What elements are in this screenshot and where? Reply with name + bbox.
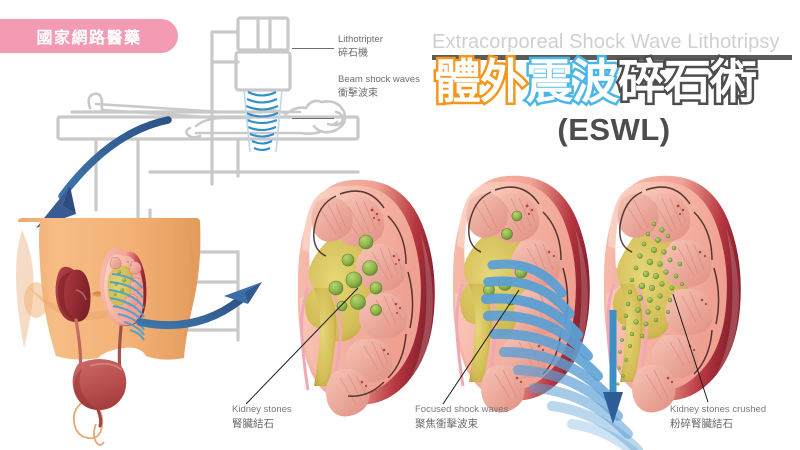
kidney-panel-3 bbox=[604, 175, 741, 413]
torso-kidney-left bbox=[55, 266, 91, 322]
callout-kidney-stones-cn: 腎臟結石 bbox=[232, 418, 274, 430]
callout-focused-shock-waves: Focused shock waves 聚焦衝擊波束 bbox=[415, 403, 508, 431]
callout-focused-shock-waves-en: Focused shock waves bbox=[415, 404, 509, 415]
crushed-stone-fragments bbox=[616, 221, 684, 386]
torso-kidney-right-section bbox=[100, 248, 147, 341]
pyramid bbox=[665, 288, 713, 335]
callout-kidney-stones-crushed: Kidney stones crushed 粉碎腎臟結石 bbox=[670, 403, 766, 431]
label-lithotripter: Lithotripter 碎石機 bbox=[338, 33, 383, 60]
arrow-torso-to-kidney bbox=[136, 282, 262, 330]
pyramid bbox=[326, 368, 370, 417]
label-lithotripter-cn: 碎石機 bbox=[338, 47, 368, 59]
title-divider-rule bbox=[432, 55, 792, 60]
stone-passage-arrow bbox=[603, 310, 623, 424]
title-chinese-part1: 體外 bbox=[432, 54, 530, 111]
label-lithotripter-en: Lithotripter bbox=[338, 34, 383, 45]
leader-beam-shock-waves bbox=[292, 118, 334, 120]
label-beam-shock-waves-en: Beam shock waves bbox=[338, 74, 420, 85]
pyramid bbox=[356, 244, 406, 292]
torso-bladder bbox=[72, 359, 127, 428]
callout-kidney-stones-crushed-en: Kidney stones crushed bbox=[670, 404, 767, 415]
pyramid bbox=[359, 292, 407, 339]
label-beam-shock-waves-cn: 衝擊波束 bbox=[338, 87, 378, 99]
callout-leader-lines bbox=[245, 287, 709, 405]
callout-kidney-stones-crushed-cn: 粉碎腎臟結石 bbox=[670, 418, 733, 430]
arrow-table-to-torso bbox=[36, 116, 172, 228]
torso-figure bbox=[16, 218, 201, 446]
pyramid bbox=[632, 364, 676, 413]
title-english: Extracorporeal Shock Wave Lithotripsy bbox=[432, 31, 780, 53]
beam-shaft-outline bbox=[243, 89, 283, 153]
pyramid bbox=[481, 364, 525, 413]
patient-outline bbox=[87, 92, 347, 139]
callout-kidney-stones-en: Kidney stones bbox=[232, 404, 292, 415]
kidney-panel-1 bbox=[298, 179, 435, 417]
leader-lithotripter bbox=[292, 48, 334, 50]
callout-kidney-stones: Kidney stones 腎臟結石 bbox=[232, 403, 292, 431]
brand-badge-label: 國家網路醫藥 bbox=[36, 28, 142, 47]
beam-shock-waves-graphic bbox=[245, 91, 279, 152]
title-chinese-part3: 碎石術 bbox=[616, 54, 760, 111]
title-chinese-part2: 震波 bbox=[524, 54, 622, 111]
label-beam-shock-waves: Beam shock waves 衝擊波束 bbox=[338, 73, 420, 100]
title-chinese: 體外震波碎石術 bbox=[432, 54, 794, 111]
kidney-stones-group bbox=[328, 234, 383, 316]
brand-badge: 國家網路醫藥 bbox=[0, 19, 178, 53]
title-abbreviation: (ESWL) bbox=[557, 112, 671, 147]
callout-focused-shock-waves-cn: 聚焦衝擊波束 bbox=[415, 418, 478, 430]
